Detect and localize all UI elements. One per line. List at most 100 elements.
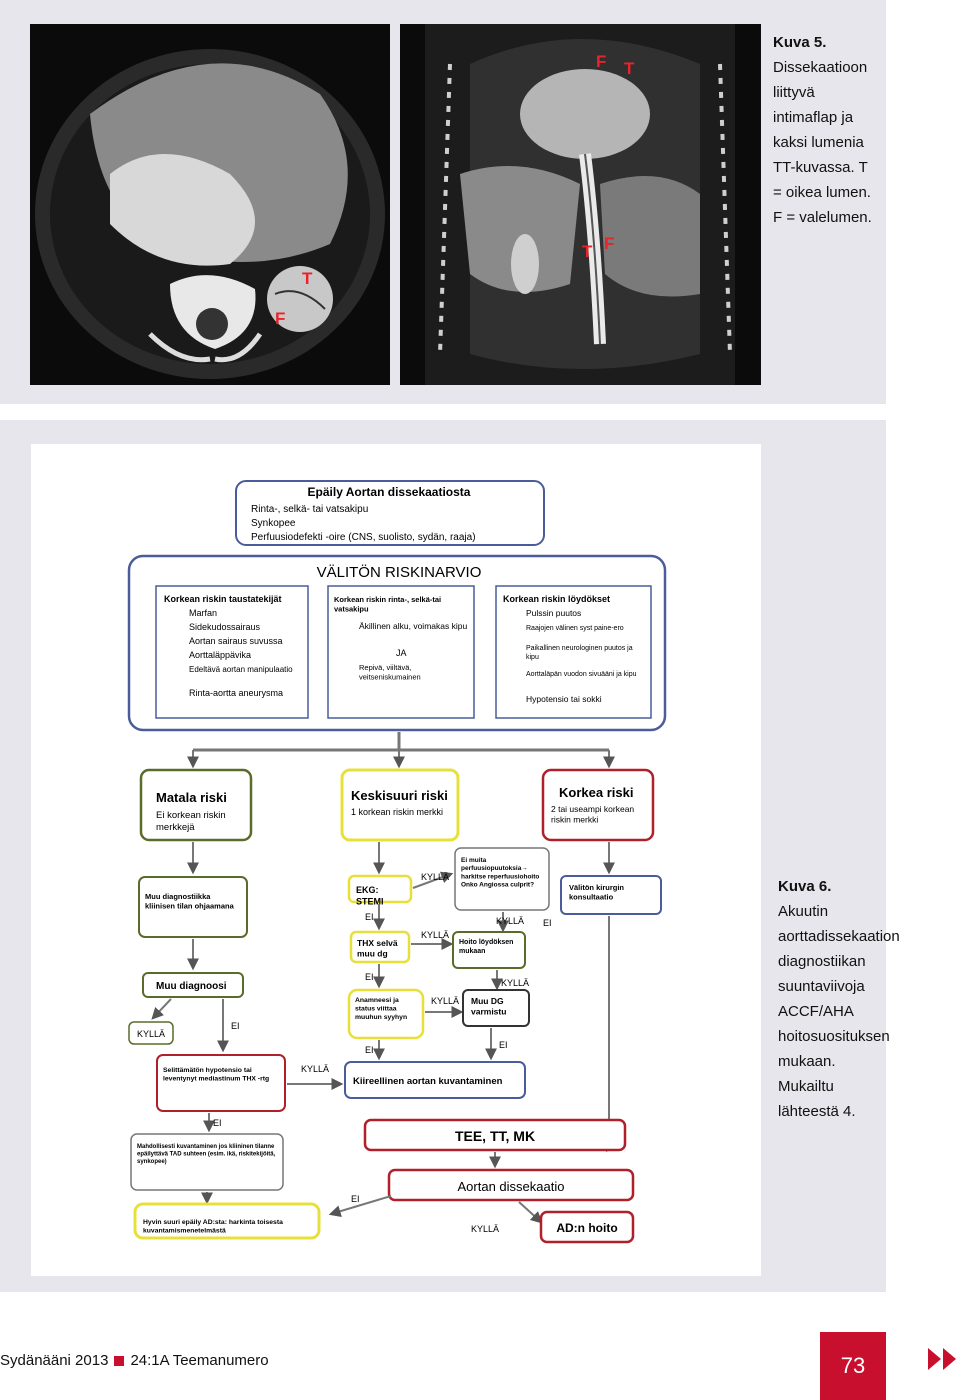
other-diagnosis: Muu diagnoosi — [156, 981, 227, 992]
findings-item: Raajojen välinen syst paine-ero — [526, 625, 624, 632]
medium-risk-box — [340, 768, 460, 842]
surgeon-consult-box — [560, 875, 662, 915]
pain-item: Äkillinen alku, voimakas kipu — [359, 621, 467, 631]
possible-imaging-text: Mahdollisesti kuvantaminen jos kliininen… — [137, 1144, 276, 1165]
figure5-title: Kuva 5. — [773, 34, 827, 51]
suspicion-item: Rinta-, selkä- tai vatsakipu — [251, 504, 368, 515]
medium-risk-title: Keskisuuri riski — [351, 788, 448, 803]
ct-coronal-image: F T T F — [400, 24, 761, 385]
imaging-methods-text: TEE, TT, MK — [455, 1128, 535, 1144]
figure6-caption: Kuva 6. Akuutin aorttadissekaation diagn… — [778, 874, 900, 1124]
high-suspicion-text: Hyvin suuri epäily AD:sta: harkinta tois… — [143, 1219, 283, 1235]
figure5-panel: T F F T T F Kuva 5. Dissekaatioon liitty… — [0, 0, 886, 404]
figure5-text: Dissekaatioon liittyvä intimaflap ja kak… — [773, 59, 872, 226]
possible-imaging-box — [130, 1133, 284, 1191]
medium-risk-sub: 1 korkean riskin merkki — [351, 807, 443, 817]
no-label: EI — [365, 912, 374, 922]
square-bullet-icon — [114, 1355, 125, 1366]
other-dg-confirmed-box — [462, 989, 530, 1027]
suspicion-title: Epäily Aortan dissekaatiosta — [308, 485, 471, 499]
high-risk-title: Korkea riski — [559, 785, 633, 800]
background-item: Aorttaläppävika — [189, 650, 251, 660]
yes-label: KYLLÄ — [301, 1064, 329, 1074]
low-risk-title: Matala riski — [156, 790, 227, 805]
dissection-box — [387, 1168, 635, 1202]
false-lumen-label-bottom: F — [604, 234, 615, 253]
journal-name: Sydänääni 2013 — [0, 1352, 109, 1369]
yes-label: KYLLÄ — [496, 916, 524, 926]
assessment-title: VÄLITÖN RISKINARVIO — [317, 563, 482, 581]
yes-label: KYLLÄ — [421, 930, 449, 940]
true-lumen-label-top: T — [624, 59, 635, 78]
background-item: Sidekudossairaus — [189, 622, 261, 632]
yes-label: KYLLÄ — [501, 978, 529, 988]
no-label: EI — [351, 1194, 360, 1204]
thx-box — [349, 930, 411, 964]
figure6-title: Kuva 6. — [778, 878, 832, 895]
figure5-caption: Kuva 5. Dissekaatioon liittyvä intimafla… — [773, 30, 878, 230]
no-label: EI — [543, 918, 552, 928]
reperfusion-box — [454, 847, 550, 911]
yes-label: KYLLÄ — [421, 872, 449, 882]
background-item: Edeltävä aortan manipulaatio — [189, 665, 293, 674]
background-item: Aortan sairaus suvussa — [189, 636, 283, 646]
false-lumen-label: F — [275, 309, 286, 328]
low-risk-box — [139, 768, 253, 842]
dissection-text: Aortan dissekaatio — [458, 1179, 565, 1194]
no-label: EI — [213, 1118, 222, 1128]
findings-item: Hypotensio tai sokki — [526, 694, 602, 704]
fast-forward-icon[interactable] — [928, 1348, 958, 1375]
ad-treatment-text: AD:n hoito — [556, 1221, 617, 1235]
pain-box — [327, 585, 475, 719]
figure6-text: Akuutin aorttadissekaation diagnostiikan… — [778, 903, 900, 1120]
yes-label: KYLLÄ — [431, 996, 459, 1006]
ekg-box — [347, 874, 413, 904]
treatment-by-finding-box — [452, 931, 526, 969]
ekg-text: EKG:STEMI — [356, 885, 384, 906]
findings-item: Aorttaläpän vuodon sivuääni ja kipu — [526, 671, 637, 678]
suspicion-box — [235, 480, 545, 546]
pain-item: Repivä, viiltävä,veitseniskumainen — [359, 663, 421, 681]
suspicion-item: Perfuusiodefekti -oire (CNS, suolisto, s… — [251, 532, 476, 543]
ct-axial-image: T F — [30, 24, 390, 385]
ad-treatment-box — [539, 1210, 635, 1244]
no-label: EI — [365, 972, 374, 982]
background-title: Korkean riskin taustatekijät — [164, 594, 282, 604]
high-risk-box — [541, 768, 655, 842]
findings-title: Korkean riskin löydökset — [503, 594, 610, 604]
suspicion-item: Synkopee — [251, 518, 296, 529]
false-lumen-label-top: F — [596, 52, 607, 71]
issue-name: 24:1A Teemanumero — [130, 1352, 269, 1369]
hypotension-box — [156, 1054, 286, 1112]
findings-box — [495, 585, 652, 719]
true-lumen-label: T — [302, 269, 313, 288]
yes-label: KYLLÄ — [137, 1029, 165, 1039]
page-number: 73 — [820, 1332, 886, 1400]
other-diagnostics-box — [138, 876, 248, 938]
yes-label: KYLLÄ — [471, 1224, 499, 1234]
no-label: EI — [231, 1021, 240, 1031]
no-label: EI — [365, 1045, 374, 1055]
background-item: Rinta-aortta aneurysma — [189, 688, 283, 698]
background-item: Marfan — [189, 608, 217, 618]
imaging-methods-box — [363, 1118, 627, 1152]
pain-item: JA — [396, 648, 407, 658]
other-diagnosis-box — [142, 972, 244, 998]
findings-item: Pulssin puutos — [526, 608, 581, 618]
true-lumen-label-bottom: T — [582, 242, 593, 261]
high-suspicion-box — [133, 1202, 321, 1240]
no-label: EI — [499, 1040, 508, 1050]
footer: Sydänääni 2013 24:1A Teemanumero — [0, 1352, 269, 1369]
